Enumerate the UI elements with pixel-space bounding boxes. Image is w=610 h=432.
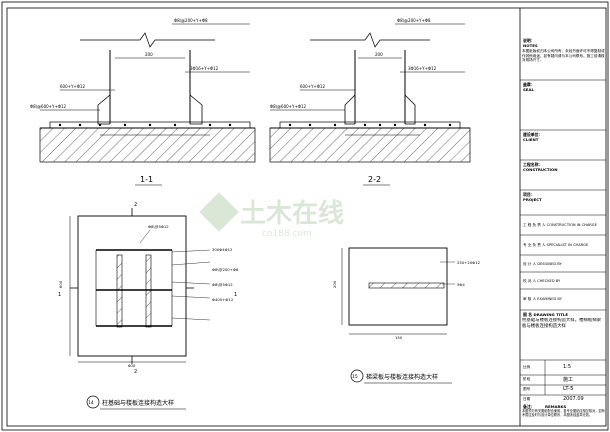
d15-dim-bottom: 150	[395, 335, 403, 340]
remark-label: 备注：	[523, 404, 535, 409]
inner-border	[6, 7, 607, 427]
d15-bar	[368, 282, 445, 289]
d14-callout-4: Φ400+Φ12	[212, 297, 234, 302]
stage-label: 阶段	[523, 377, 531, 381]
section-2-2: Φ8\@200+Y+Φ8 200 3Φ16+Y+Φ12 600+Y+Φ12 Φ8…	[269, 18, 471, 186]
d15-title: 梯梁板与楼板连接构造大样	[366, 373, 438, 381]
haunch-left	[97, 94, 111, 125]
d14-number-bubble	[86, 395, 100, 409]
scale-label: 比例	[523, 365, 531, 369]
date-label: 日期	[523, 397, 531, 401]
d14-dim-left: 600	[58, 280, 63, 288]
d15-number: 15	[352, 374, 358, 380]
d14-dim-bottom: 600	[128, 363, 136, 368]
notes-label-en: NOTES	[523, 43, 538, 48]
construction-label: 工程名称：	[523, 162, 543, 167]
drawing-title: 柱基础与楼板连接构造大样，楼梯板梯梁板与楼板连接构造大样	[522, 318, 602, 329]
project-label-en: PROJECT	[523, 197, 542, 202]
break-line	[80, 32, 215, 48]
project-label: 项目：	[523, 192, 535, 197]
drawing-title-label: 图 名 DRAWING TITLE	[523, 312, 568, 317]
s2-beam-callout: 3Φ16+Y+Φ12	[408, 66, 437, 71]
d14-callout-3: Φ8\@5Φ12	[212, 282, 233, 287]
row-designed-by: 设 计 人 DESIGNED BY	[523, 262, 562, 266]
scale-value: 1:5	[563, 364, 572, 370]
client-label-en: CLIENT	[523, 137, 539, 142]
d14-cut-bottom: 2	[134, 369, 137, 375]
d14-side-left: 1	[58, 292, 61, 298]
d15-callout-mid: 5Φ4	[457, 282, 465, 287]
s1-label: 1-1	[140, 175, 153, 184]
row-specialist-in-charge: 专 业 负 责 人 SPECIALIST IN CHARGE	[523, 243, 589, 247]
drawing-no-value: LT-5	[563, 386, 574, 392]
row-construction-in-charge: 工 程 负 责 人 CONSTRUCTION IN CHARGE	[523, 223, 597, 227]
d14-number: 14	[88, 400, 94, 406]
section-1-1: Φ8\@200+Y+Φ8 200 3Φ16+Y+Φ12 600+Y+Φ12 Φ8…	[30, 18, 256, 186]
seal-label-en: SEAL	[523, 87, 534, 92]
drawing-no-label: 图号	[523, 387, 531, 391]
d14-callout-0: Φ8\@5Φ12	[148, 224, 169, 229]
client-label: 建设单位：	[523, 132, 543, 137]
date-value: 2007.09	[563, 396, 584, 402]
haunch-right	[189, 94, 203, 125]
notes-label: 说明：	[523, 38, 535, 43]
construction-label-en: CONSTRUCTION	[523, 167, 558, 172]
remark-label-en: REMARKS	[545, 404, 567, 409]
d15-callout-top: 250+20Φ12	[457, 260, 481, 265]
detail-15-outline	[348, 247, 448, 326]
seal-label: 盖章：	[523, 82, 535, 87]
slab	[49, 121, 251, 129]
d14-title: 柱基础与楼板连接构造大样	[102, 399, 174, 407]
d14-callout-1: 300Φ4Φ12	[212, 247, 233, 252]
ground-hatch	[269, 127, 471, 163]
watermark-sub: co188.com	[262, 229, 312, 239]
rebar-dots	[58, 123, 232, 127]
d14-side-right: 1	[234, 292, 237, 298]
s1-top-callout: Φ8\@200+Y+Φ8	[174, 18, 208, 23]
detail-14-outline	[77, 215, 187, 357]
s2-haunch-callout: 600+Y+Φ12	[300, 84, 325, 89]
s1-haunch-callout: 600+Y+Φ12	[60, 84, 85, 89]
ground-hatch	[39, 127, 256, 163]
remark-text: 本图须与有关图纸配合使用，各专业图纸应相互核对，如有矛盾应及时与设计单位联系，本…	[522, 409, 605, 417]
s2-top-callout: Φ8\@200+Y+Φ8	[397, 18, 431, 23]
title-block-lines	[520, 79, 606, 396]
d14-cut-top: 2	[134, 202, 137, 208]
detail-14: Φ8\@5Φ12 300Φ4Φ12 Φ8\@200+Φ8 Φ8\@5Φ12 Φ4…	[58, 202, 239, 410]
detail-15: 250+20Φ12 5Φ4 150 200 15 梯梁板与楼板连接构造大样	[332, 247, 481, 384]
s1-width-dim: 200	[145, 52, 153, 57]
d15-dim-left: 200	[332, 280, 337, 288]
s2-width-dim: 200	[375, 52, 383, 57]
stage-value: 施工	[563, 377, 574, 383]
d14-callout-2: Φ8\@200+Φ8	[212, 267, 239, 272]
watermark-logo-icon	[199, 192, 239, 232]
notes-text: 本图纸版权归本公司所有，未经书面许可不得复制或作其他用途，如有疑问请与本公司联系…	[522, 49, 605, 63]
s2-slab-callout: Φ8\@600+Y+Φ12	[270, 104, 307, 109]
s1-beam-callout: 3Φ16+Y+Φ12	[190, 66, 219, 71]
watermark: 土木在线 co188.com	[199, 192, 344, 239]
s1-slab-callout: Φ8\@600+Y+Φ12	[30, 104, 67, 109]
s2-label: 2-2	[368, 175, 381, 184]
watermark-main: 土木在线	[240, 199, 344, 229]
row-examined-by: 审 核 人 EXAMINED BY	[523, 297, 562, 301]
row-checked-by: 校 对 人 CHECKED BY	[523, 279, 561, 283]
d15-number-bubble	[350, 369, 364, 383]
